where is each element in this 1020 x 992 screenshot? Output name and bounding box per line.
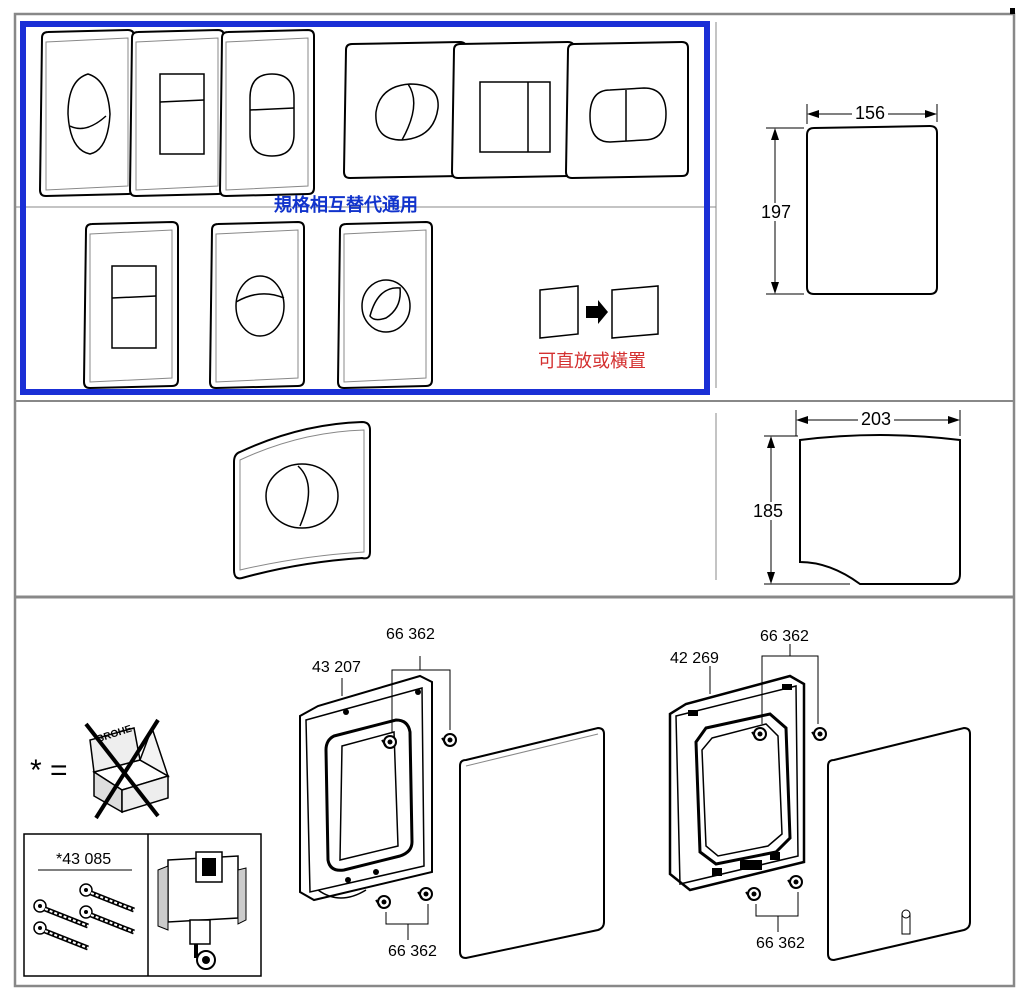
caption-orientation: 可直放或橫置	[538, 351, 646, 371]
flush-plate-5	[450, 40, 575, 180]
outer-border	[13, 12, 1016, 988]
kit-code: *43 085	[56, 851, 112, 868]
mounting-frame-left	[299, 674, 433, 902]
flush-plate-4	[342, 40, 467, 180]
mounting-frame-right	[668, 674, 806, 892]
dim-width-203: 203	[858, 410, 895, 428]
dim-height-197: 197	[758, 203, 795, 221]
frame-right-code: 42 269	[670, 650, 719, 667]
kit-box	[23, 833, 262, 977]
flush-plate-8	[209, 221, 305, 389]
dim-height-185: 185	[750, 502, 787, 520]
flush-plate-1	[39, 29, 135, 197]
cover-plate-right	[827, 726, 971, 962]
flush-plate-3	[219, 29, 315, 197]
orientation-icon	[539, 285, 659, 339]
screws-left-bottom: 66 362	[388, 943, 437, 960]
crossed-box-icon	[84, 718, 170, 820]
highlight-frame	[20, 21, 710, 395]
cover-plate-left	[459, 726, 605, 960]
caption-interchangeable: 規格相互替代通用	[274, 195, 418, 215]
dim-width-156: 156	[852, 104, 889, 122]
screws-right-top: 66 362	[760, 628, 809, 645]
flush-plate-9	[337, 221, 433, 389]
screws-right-bottom: 66 362	[756, 935, 805, 952]
flush-plate-2	[129, 29, 225, 197]
flush-plate-skate	[233, 420, 371, 580]
screws-left-top: 66 362	[386, 626, 435, 643]
dimension-drawing-1	[766, 104, 938, 295]
note-symbol: * =	[30, 754, 68, 787]
flush-plate-6	[564, 40, 689, 180]
frame-left-code: 43 207	[312, 659, 361, 676]
flush-plate-7	[83, 221, 179, 389]
cistern-icon	[157, 851, 247, 970]
dimension-drawing-2	[764, 410, 961, 585]
